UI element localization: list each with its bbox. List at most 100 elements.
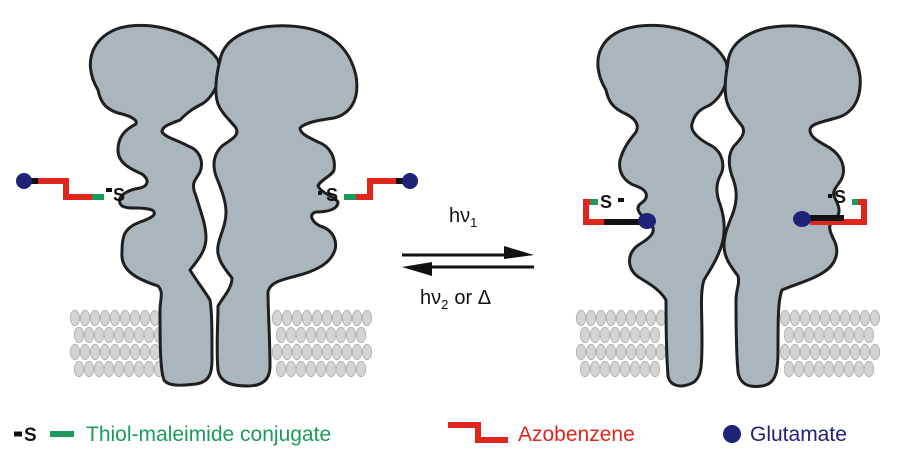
sulfur-label: S (834, 187, 846, 207)
lipid-head (315, 360, 327, 378)
lipid-head (139, 343, 151, 361)
lipid-head (859, 343, 871, 361)
lipid-head (833, 360, 845, 378)
lipid-head (803, 360, 815, 378)
lipid-head (863, 360, 875, 378)
glutamate-icon (638, 213, 656, 229)
lipid-head (89, 309, 101, 327)
lipid-head (605, 343, 617, 361)
lipid-head (321, 343, 333, 361)
lipid-head (93, 326, 105, 344)
lipid-head (599, 326, 611, 344)
lipid-head (79, 309, 91, 327)
lipid-head (635, 343, 647, 361)
receptor-subunit-left (596, 23, 729, 388)
lipid-head (335, 326, 347, 344)
lipid-head (291, 309, 303, 327)
glutamate-icon (723, 425, 741, 443)
lipid-head (829, 309, 841, 327)
lipid-head (129, 309, 141, 327)
sulfur-label: S (326, 185, 338, 205)
lipid-head (355, 360, 367, 378)
lipid-head (819, 343, 831, 361)
lipid-head (69, 343, 81, 361)
lipid-head (853, 326, 865, 344)
receptor-resting-state (88, 23, 359, 388)
glutamate-icon (16, 173, 32, 189)
lipid-head (143, 360, 155, 378)
lipid-head (113, 360, 125, 378)
lipid-head (285, 326, 297, 344)
lipid-head (331, 309, 343, 327)
lipid-head (625, 343, 637, 361)
tether-left-bent: S (583, 192, 656, 229)
lipid-bilayer-icon (69, 309, 881, 378)
tether-right-extended: S (318, 173, 418, 205)
lipid-head (629, 360, 641, 378)
lipid-head (615, 309, 627, 327)
lipid-head (99, 309, 111, 327)
lipid-head (605, 309, 617, 327)
lipid-head (649, 326, 661, 344)
lipid-head (849, 309, 861, 327)
legend: S Thiol-maleimide conjugate Azobenzene G… (14, 422, 847, 446)
lipid-head (575, 309, 587, 327)
sulfur-label: S (600, 192, 612, 212)
receptor-subunit-right (212, 24, 359, 388)
lipid-head (73, 326, 85, 344)
lipid-head (823, 360, 835, 378)
lipid-head (281, 343, 293, 361)
lipid-head (783, 360, 795, 378)
legend-thiol-label: Thiol-maleimide conjugate (86, 423, 331, 446)
lipid-head (575, 343, 587, 361)
lipid-head (149, 343, 161, 361)
lipid-head (79, 343, 91, 361)
legend-azobenzene-label: Azobenzene (518, 423, 635, 446)
lipid-head (351, 343, 363, 361)
receptor-subunit-left (88, 23, 221, 387)
lipid-head (301, 343, 313, 361)
lipid-head (833, 326, 845, 344)
lipid-head (295, 326, 307, 344)
lipid-head (609, 326, 621, 344)
legend-thiol-maleimide: S Thiol-maleimide conjugate (14, 423, 331, 446)
lipid-head (123, 360, 135, 378)
lipid-head (335, 360, 347, 378)
lipid-head (579, 326, 591, 344)
lipid-head (579, 360, 591, 378)
lipid-head (109, 343, 121, 361)
lipid-head (839, 343, 851, 361)
lipid-head (589, 360, 601, 378)
lipid-head (589, 326, 601, 344)
lipid-head (305, 360, 317, 378)
lipid-head (285, 360, 297, 378)
lipid-head (271, 309, 283, 327)
lipid-head (639, 326, 651, 344)
tether-right-bent: S (793, 187, 867, 227)
sulfur-label: S (113, 185, 125, 205)
receptor-activated-state (596, 23, 862, 388)
lipid-head (783, 326, 795, 344)
lipid-head (345, 360, 357, 378)
lipid-head (819, 309, 831, 327)
lipid-head (143, 326, 155, 344)
azobenzene-icon (448, 422, 508, 443)
lipid-head (645, 343, 657, 361)
lipid-head (599, 360, 611, 378)
lipid-head (649, 360, 661, 378)
lipid-head (103, 326, 115, 344)
lipid-head (331, 343, 343, 361)
lipid-head (619, 360, 631, 378)
lipid-head (809, 343, 821, 361)
lipid-head (119, 343, 131, 361)
lipid-head (113, 326, 125, 344)
lipid-head (799, 343, 811, 361)
lipid-head (119, 309, 131, 327)
lipid-head (609, 360, 621, 378)
lipid-head (789, 309, 801, 327)
lipid-head (859, 309, 871, 327)
forward-reaction-label: hν1 (449, 205, 477, 230)
lipid-head (789, 343, 801, 361)
